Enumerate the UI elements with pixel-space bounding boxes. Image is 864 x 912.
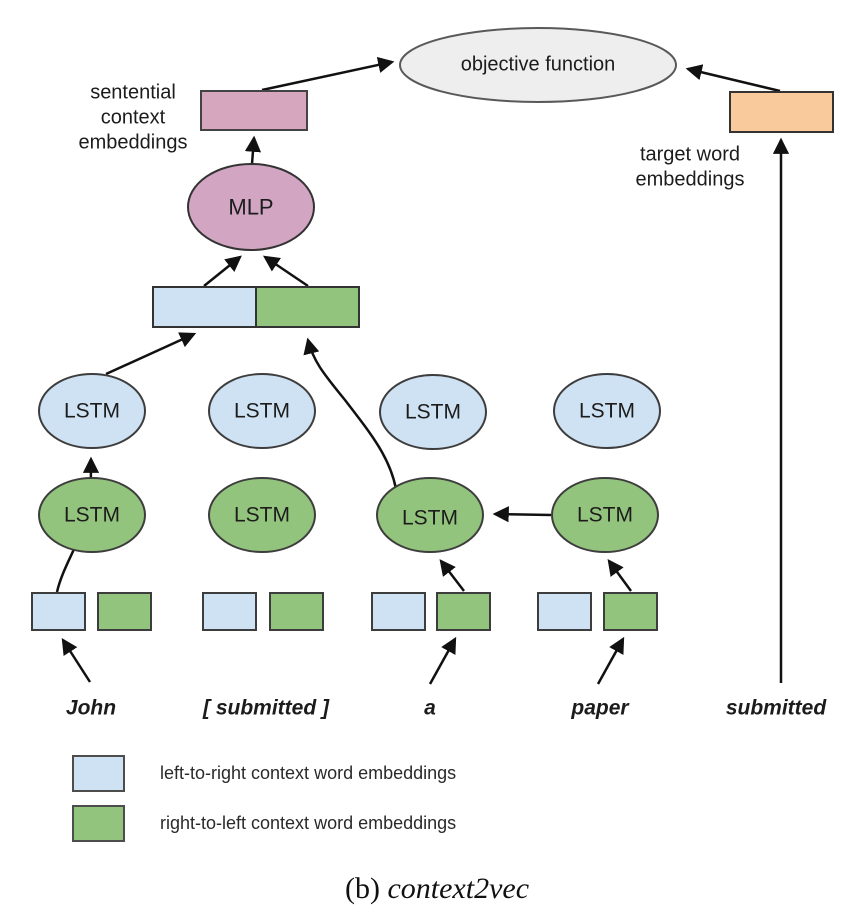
- concat-rect-blue-half: [152, 286, 257, 328]
- mlp-label: MLP: [228, 194, 274, 220]
- sentential-label-line1: sentential: [90, 81, 176, 104]
- mlp-ellipse: [187, 163, 315, 251]
- objective-function-label: objective function: [460, 53, 616, 76]
- arrow-word-john-to-embedding: [61, 637, 92, 683]
- word-john: John: [65, 696, 117, 720]
- legend-item-left-to-right: left-to-right context word embeddings: [72, 755, 456, 792]
- target-label-line2: embeddings: [635, 168, 745, 191]
- concat-rect-green-half: [255, 286, 360, 328]
- sentential-label-line3: embeddings: [78, 131, 188, 154]
- arrow-greenlstm4-to-greenlstm3: [492, 506, 552, 523]
- legend-label-left-to-right: left-to-right context word embeddings: [160, 763, 457, 783]
- arrow-sentential-to-objective: [261, 56, 395, 92]
- arrow-concat-left-to-mlp: [203, 255, 242, 287]
- green-lstm-2-ellipse: [208, 477, 316, 553]
- objective-function-ellipse: [399, 27, 677, 103]
- word-paper: paper: [571, 696, 629, 720]
- word-a: a: [424, 696, 436, 720]
- word-submitted-target: submitted: [725, 696, 827, 720]
- legend-swatch-blue: [72, 755, 125, 792]
- arrow-greenlstm3-to-concat: [303, 337, 398, 490]
- arrow-word-a-to-embedding: [428, 636, 457, 685]
- blue-lstm-1-ellipse: [38, 373, 146, 449]
- blue-lstm-3-ellipse: [379, 374, 487, 450]
- green-lstm-1-label: LSTM: [63, 503, 121, 527]
- green-lstm-4-ellipse: [551, 477, 659, 553]
- target-word-embeddings-rect: [729, 91, 834, 133]
- embedding-pair2-green-rect: [269, 592, 324, 631]
- blue-lstm-3-label: LSTM: [404, 400, 462, 424]
- arrow-word-paper-to-embedding: [596, 636, 625, 685]
- arrow-target-to-objective: [685, 64, 781, 93]
- embedding-pair3-blue-rect: [371, 592, 426, 631]
- legend-swatch-green: [72, 805, 125, 842]
- blue-lstm-2-ellipse: [208, 373, 316, 449]
- blue-lstm-4-label: LSTM: [578, 399, 636, 423]
- caption-title: context2vec: [387, 872, 530, 905]
- target-label-line1: target word: [639, 143, 741, 166]
- embedding-pair3-green-rect: [436, 592, 491, 631]
- green-lstm-3-label: LSTM: [401, 506, 459, 530]
- green-lstm-1-ellipse: [38, 477, 146, 553]
- arrow-mlp-to-sentential: [244, 135, 262, 165]
- embedding-pair4-green-rect: [603, 592, 658, 631]
- green-lstm-2-label: LSTM: [233, 503, 291, 527]
- caption-prefix: (b): [344, 872, 380, 905]
- blue-lstm-4-ellipse: [553, 373, 661, 449]
- sentential-label-line2: context: [100, 106, 166, 129]
- embedding-pair1-green-rect: [97, 592, 152, 631]
- sentential-context-embeddings-rect: [200, 90, 308, 131]
- embedding-pair1-blue-rect: [31, 592, 86, 631]
- blue-lstm-2-label: LSTM: [233, 399, 291, 423]
- legend-item-right-to-left: right-to-left context word embeddings: [72, 805, 456, 842]
- blue-lstm-1-label: LSTM: [63, 399, 121, 423]
- legend-label-right-to-left: right-to-left context word embeddings: [160, 813, 457, 833]
- arrow-bluelstm1-to-concat: [105, 332, 197, 376]
- embedding-pair4-blue-rect: [537, 592, 592, 631]
- green-lstm-3-ellipse: [376, 477, 484, 553]
- arrow-greenrect3-to-greenlstm3: [439, 559, 465, 592]
- green-lstm-4-label: LSTM: [576, 503, 634, 527]
- word-submitted-bracketed: [ submitted ]: [203, 696, 329, 720]
- arrow-concat-right-to-mlp: [262, 255, 309, 288]
- arrow-greenrect4-to-greenlstm4: [607, 559, 633, 592]
- embedding-pair2-blue-rect: [202, 592, 257, 631]
- figure-caption: (b) context2vec: [345, 872, 529, 906]
